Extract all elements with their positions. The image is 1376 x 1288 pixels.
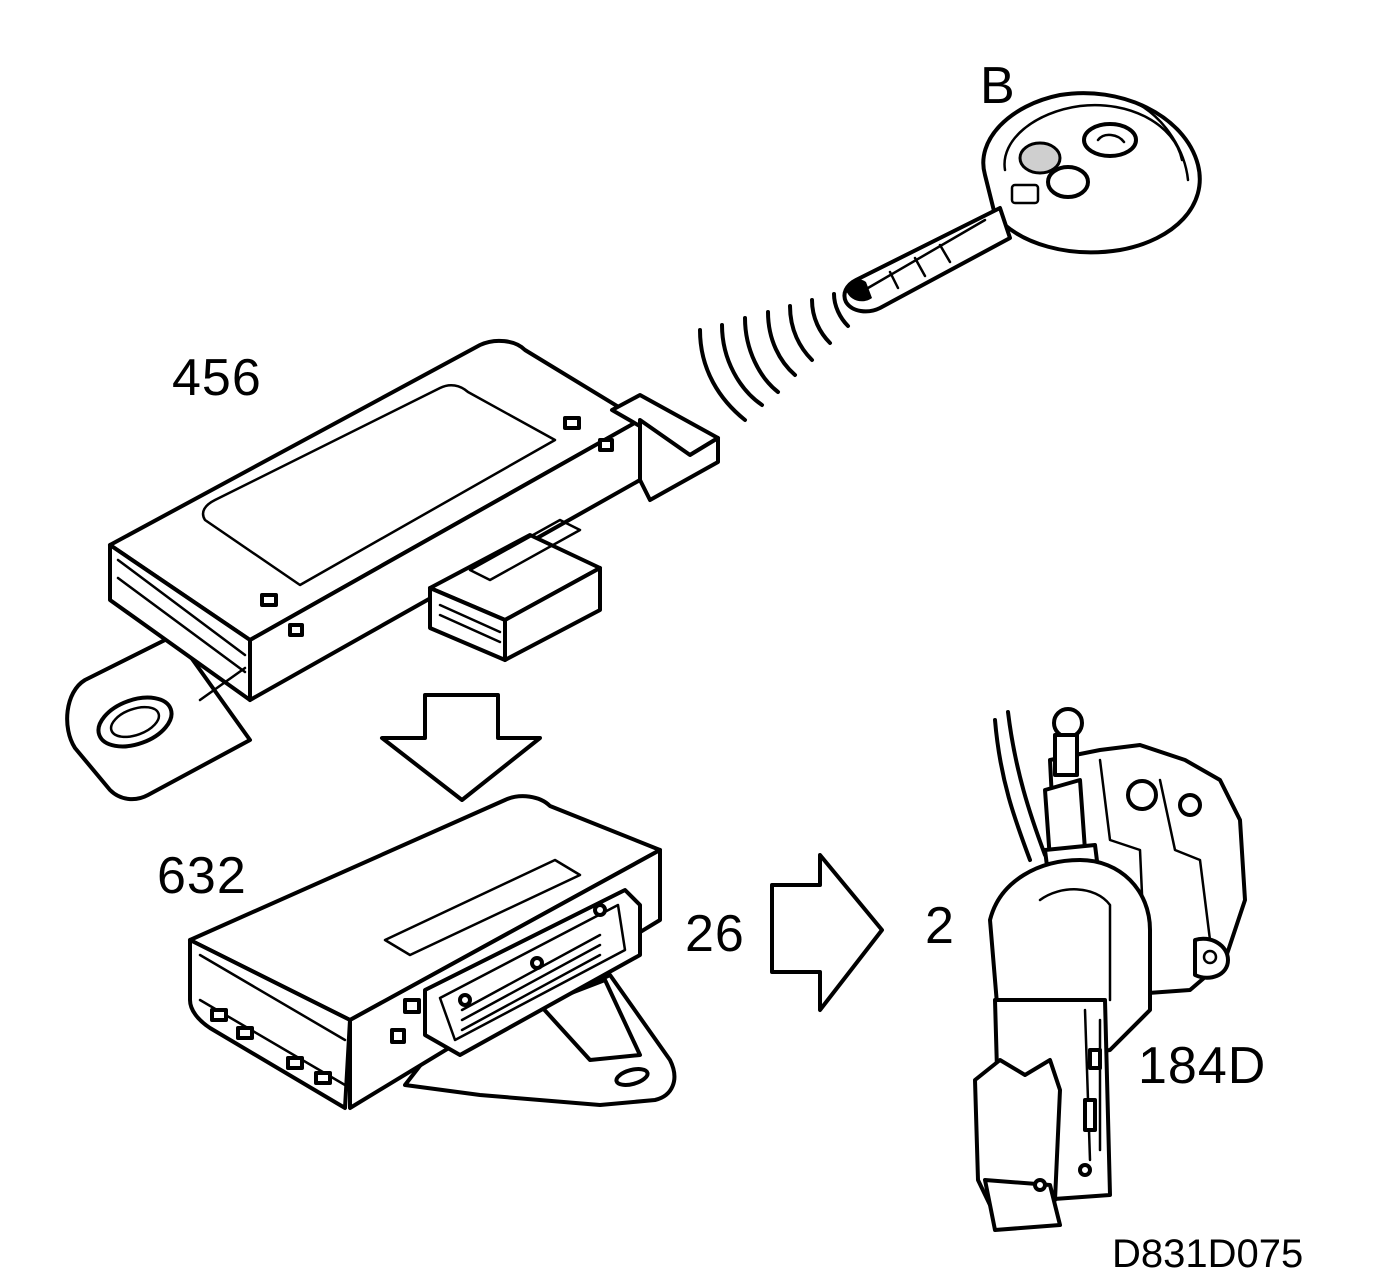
receiver-module [65, 338, 720, 802]
drawing-code: D831D075 [1112, 1232, 1304, 1276]
remote-key-fob [842, 91, 1202, 314]
control-unit [188, 794, 677, 1110]
ignition-switch [973, 707, 1247, 1232]
label-signal-26: 26 [685, 905, 745, 963]
down-arrow [380, 693, 542, 802]
signal-waves [698, 292, 850, 422]
label-ignition-184d: 184D [1138, 1037, 1267, 1095]
right-arrow [770, 853, 884, 1012]
label-receiver-456: 456 [172, 349, 262, 407]
label-control-unit-632: 632 [157, 847, 247, 905]
label-key-b: B [980, 57, 1016, 115]
label-ref-2: 2 [925, 897, 955, 955]
